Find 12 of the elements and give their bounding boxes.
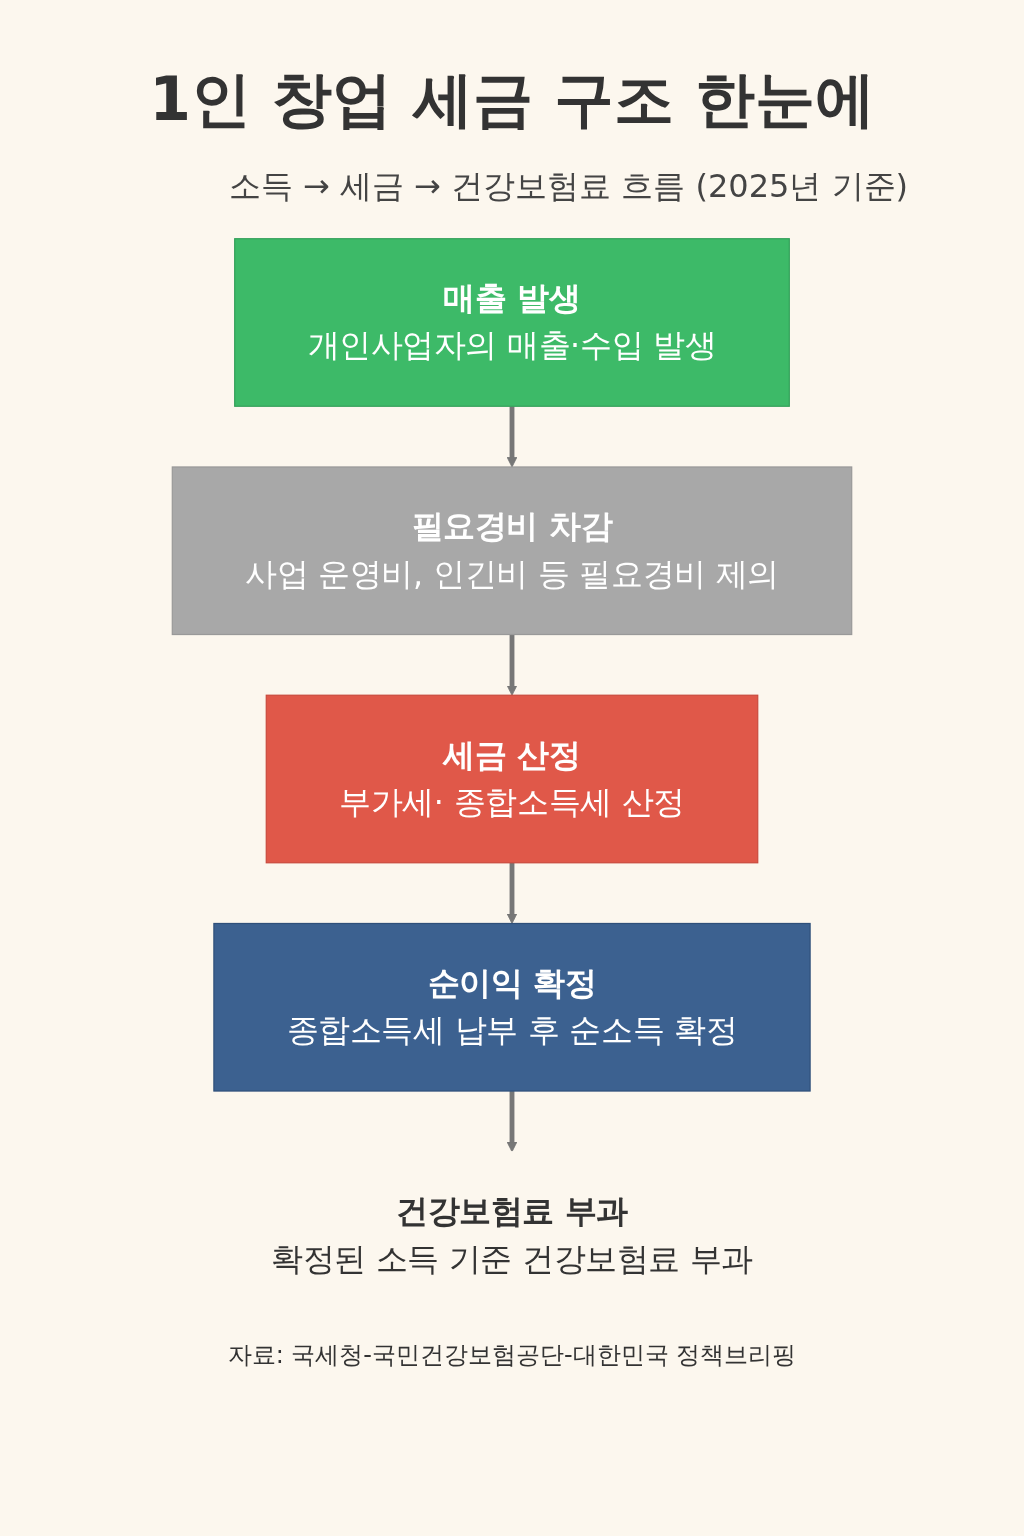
- arrow: [506, 862, 518, 924]
- caption: 자료: 국세청-국민건강보험공단-대한민국 정책브리핑: [226, 1340, 798, 1371]
- subtitle: 소득 → 세금 → 건강보험료 흐름 (2025년 기준): [227, 166, 908, 207]
- node-box: 순이익 확정 종합소득세 납부 후 순소득 확정: [213, 922, 811, 1092]
- node-box: 세금 산정 부가세· 종합소득세 산정: [265, 694, 759, 864]
- arrow: [506, 406, 518, 468]
- node-box: 매출 발생 개인사업자의 매출·수입 발생: [234, 238, 790, 407]
- node-text: 건강보험료 부과 확정된 소득 기준 건강보험료 부과: [270, 1193, 754, 1277]
- title: 1인 창업 세금 구조 한눈에: [148, 63, 876, 136]
- arrow: [506, 1091, 518, 1153]
- node-box: 필요경비 차감 사업 운영비, 인긴비 등 필요경비 제의: [171, 466, 853, 636]
- arrow: [506, 634, 518, 696]
